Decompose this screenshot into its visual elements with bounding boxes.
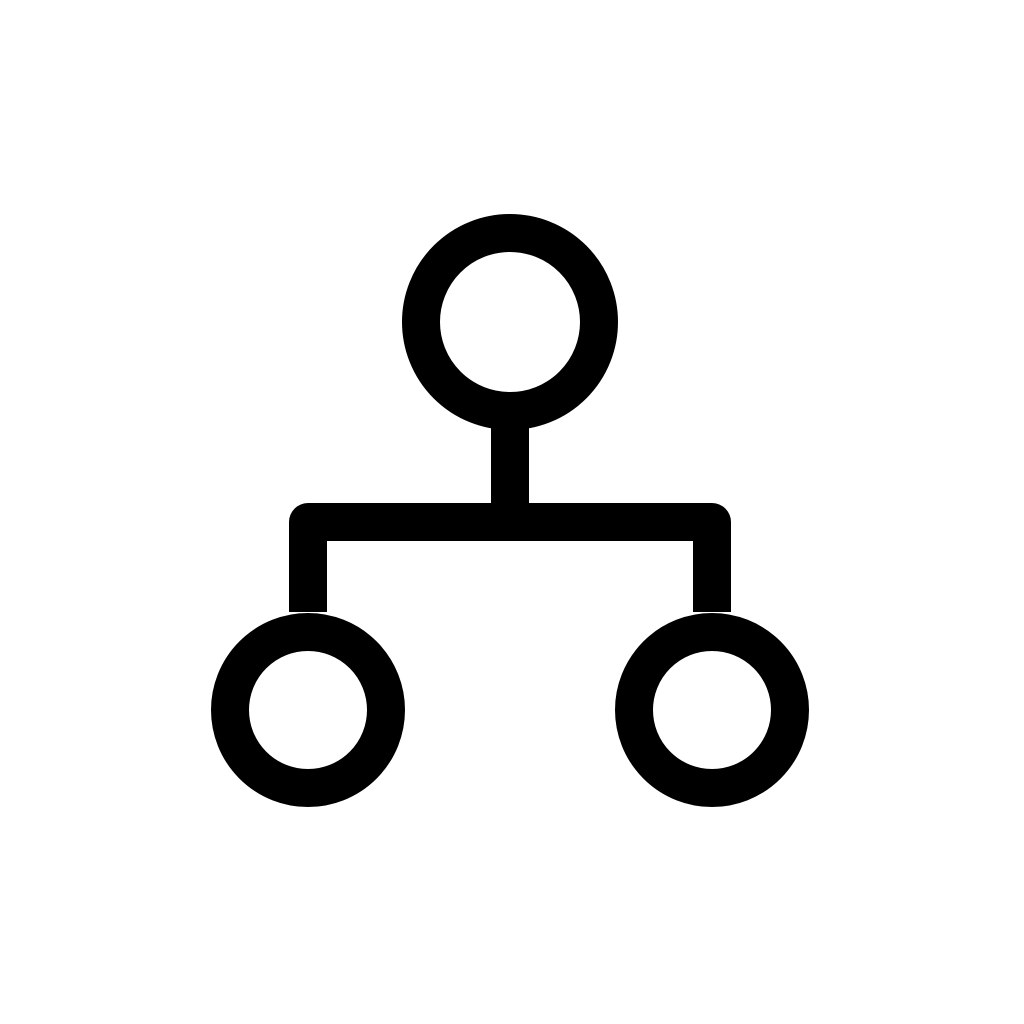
parent-node-icon — [402, 214, 618, 430]
right-child-node-icon — [615, 613, 809, 807]
hierarchy-strokes — [211, 214, 809, 807]
left-child-node-icon — [211, 613, 405, 807]
branch-connector — [289, 503, 731, 612]
